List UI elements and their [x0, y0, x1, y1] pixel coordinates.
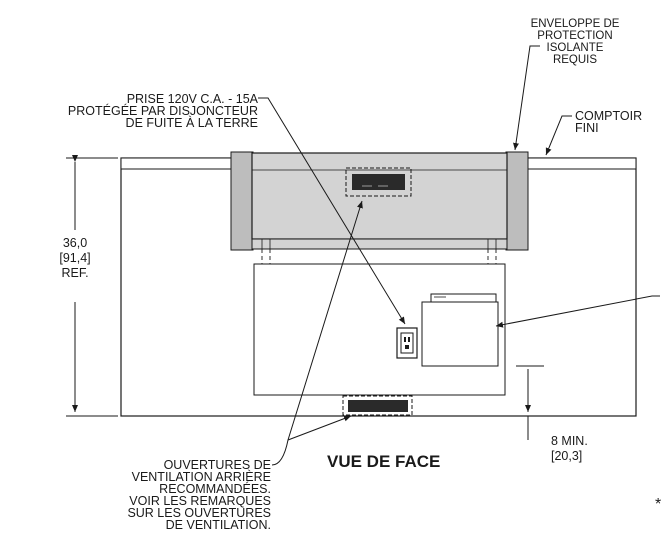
height-dimension-label: 36,0 [91,4] REF. — [46, 236, 104, 281]
view-title: VUE DE FACE — [327, 452, 441, 471]
envelope-line-3: ISOLANTE — [546, 42, 604, 54]
asterisk-note-marker: * — [655, 496, 662, 513]
min-clearance-inches: 8 MIN. — [551, 434, 588, 448]
height-cm: [91,4] — [59, 251, 91, 265]
cutout-hidden-lines — [261, 249, 497, 264]
outlet-line-3: DE FUITE À LA TERRE — [125, 116, 258, 130]
vent-line-1: OUVERTURES DE — [163, 458, 271, 472]
counter-line-1: COMPTOIR — [575, 109, 643, 123]
finished-counter-label: COMPTOIR FINI — [575, 109, 643, 135]
height-inches: 36,0 — [62, 236, 88, 250]
envelope-line-2: PROTECTION — [537, 30, 613, 42]
outlet-icon — [396, 327, 418, 359]
appliance-vent-grille — [345, 167, 412, 197]
min-clearance-cm: [20,3] — [551, 449, 583, 463]
min-clearance-dimension — [516, 365, 544, 440]
outlet-line-1: PRISE 120V C.A. - 15A — [126, 92, 258, 106]
envelope-line-4: REQUIS — [552, 54, 598, 66]
rear-ventilation-label: OUVERTURES DE VENTILATION ARRIÈRE RECOMM… — [90, 458, 271, 532]
appliance-body — [251, 152, 508, 250]
counter-line-2: FINI — [575, 121, 599, 135]
rear-vent-opening — [342, 395, 413, 416]
height-ref: REF. — [61, 266, 89, 280]
envelope-line-1: ENVELOPPE DE — [530, 18, 620, 30]
junction-box — [421, 293, 499, 367]
cabinet-opening — [253, 263, 506, 396]
vent-line-5: SUR LES OUVERTURES — [127, 506, 271, 520]
height-dimension — [66, 155, 118, 417]
leader-lines — [258, 45, 660, 466]
vent-line-4: VOIR LES REMARQUES — [129, 494, 271, 508]
vent-line-3: RECOMMANDÉES. — [159, 482, 271, 496]
outlet-label: PRISE 120V C.A. - 15A PROTÉGÉE PAR DISJO… — [5, 92, 258, 130]
insulating-envelope — [230, 151, 529, 251]
vent-line-2: VENTILATION ARRIÈRE — [131, 470, 271, 484]
min-clearance-label: 8 MIN. [20,3] — [551, 434, 588, 464]
outlet-line-2: PROTÉGÉE PAR DISJONCTEUR — [67, 104, 258, 118]
vent-line-6: DE VENTILATION. — [165, 518, 271, 532]
insulating-envelope-label: ENVELOPPE DE PROTECTION ISOLANTE REQUIS — [520, 18, 630, 66]
